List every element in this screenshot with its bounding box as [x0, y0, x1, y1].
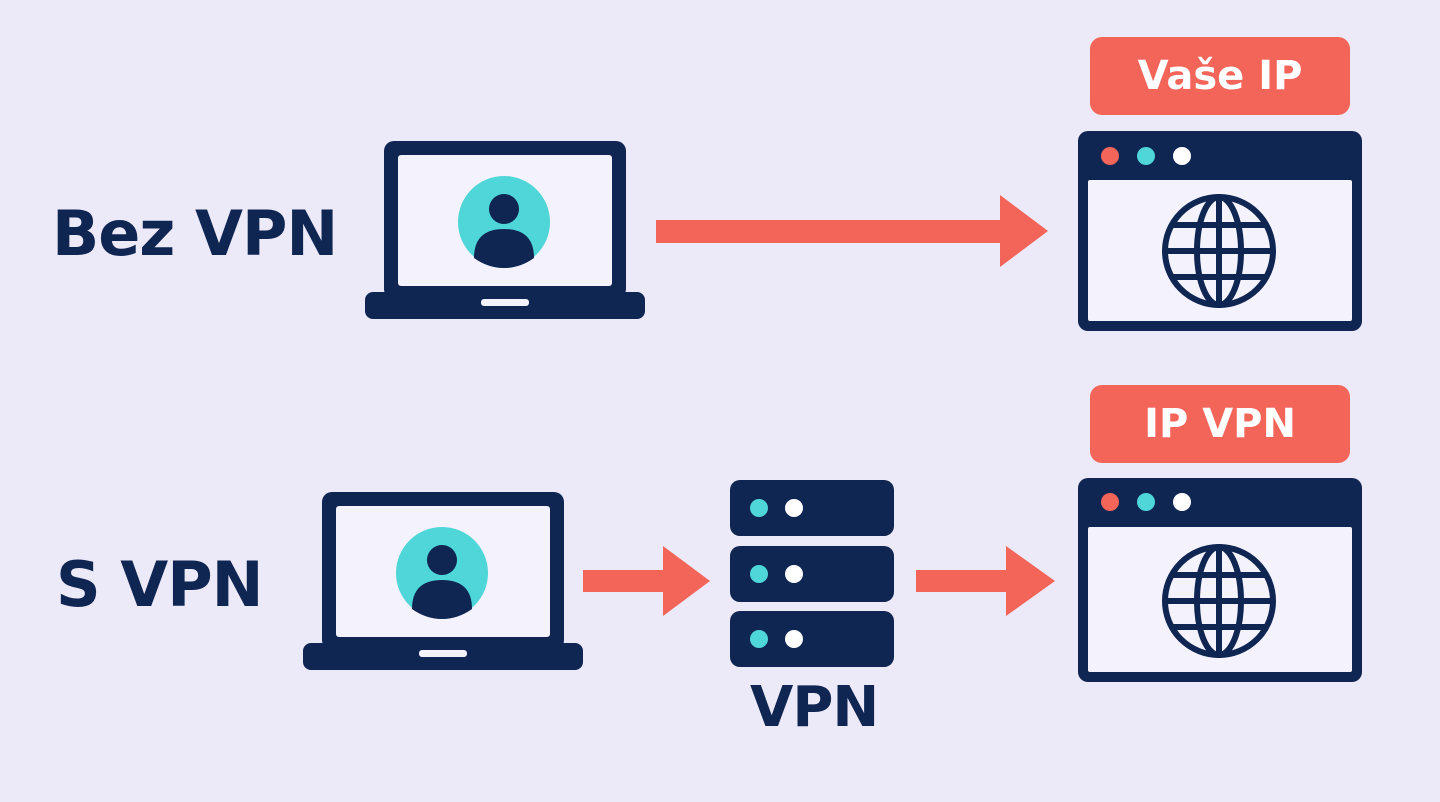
browser-globe-icon — [1078, 478, 1362, 682]
ip-badge-vpn-ip: IP VPN — [1090, 385, 1350, 463]
row-label-without-vpn: Bez VPN — [52, 197, 338, 270]
laptop-user-icon — [365, 141, 645, 319]
vpn-server-label: VPN — [750, 675, 879, 740]
ip-badge-your-ip: Vaše IP — [1090, 37, 1350, 115]
ip-badge-vpn-ip-text: IP VPN — [1144, 401, 1296, 447]
laptop-user-icon — [303, 492, 583, 670]
arrow-right-icon — [583, 546, 710, 616]
row-label-with-vpn: S VPN — [56, 548, 264, 621]
arrow-right-icon — [916, 546, 1055, 616]
server-stack-icon — [730, 480, 894, 667]
browser-globe-icon — [1078, 131, 1362, 331]
arrow-right-icon — [656, 195, 1048, 267]
ip-badge-your-ip-text: Vaše IP — [1137, 53, 1303, 99]
